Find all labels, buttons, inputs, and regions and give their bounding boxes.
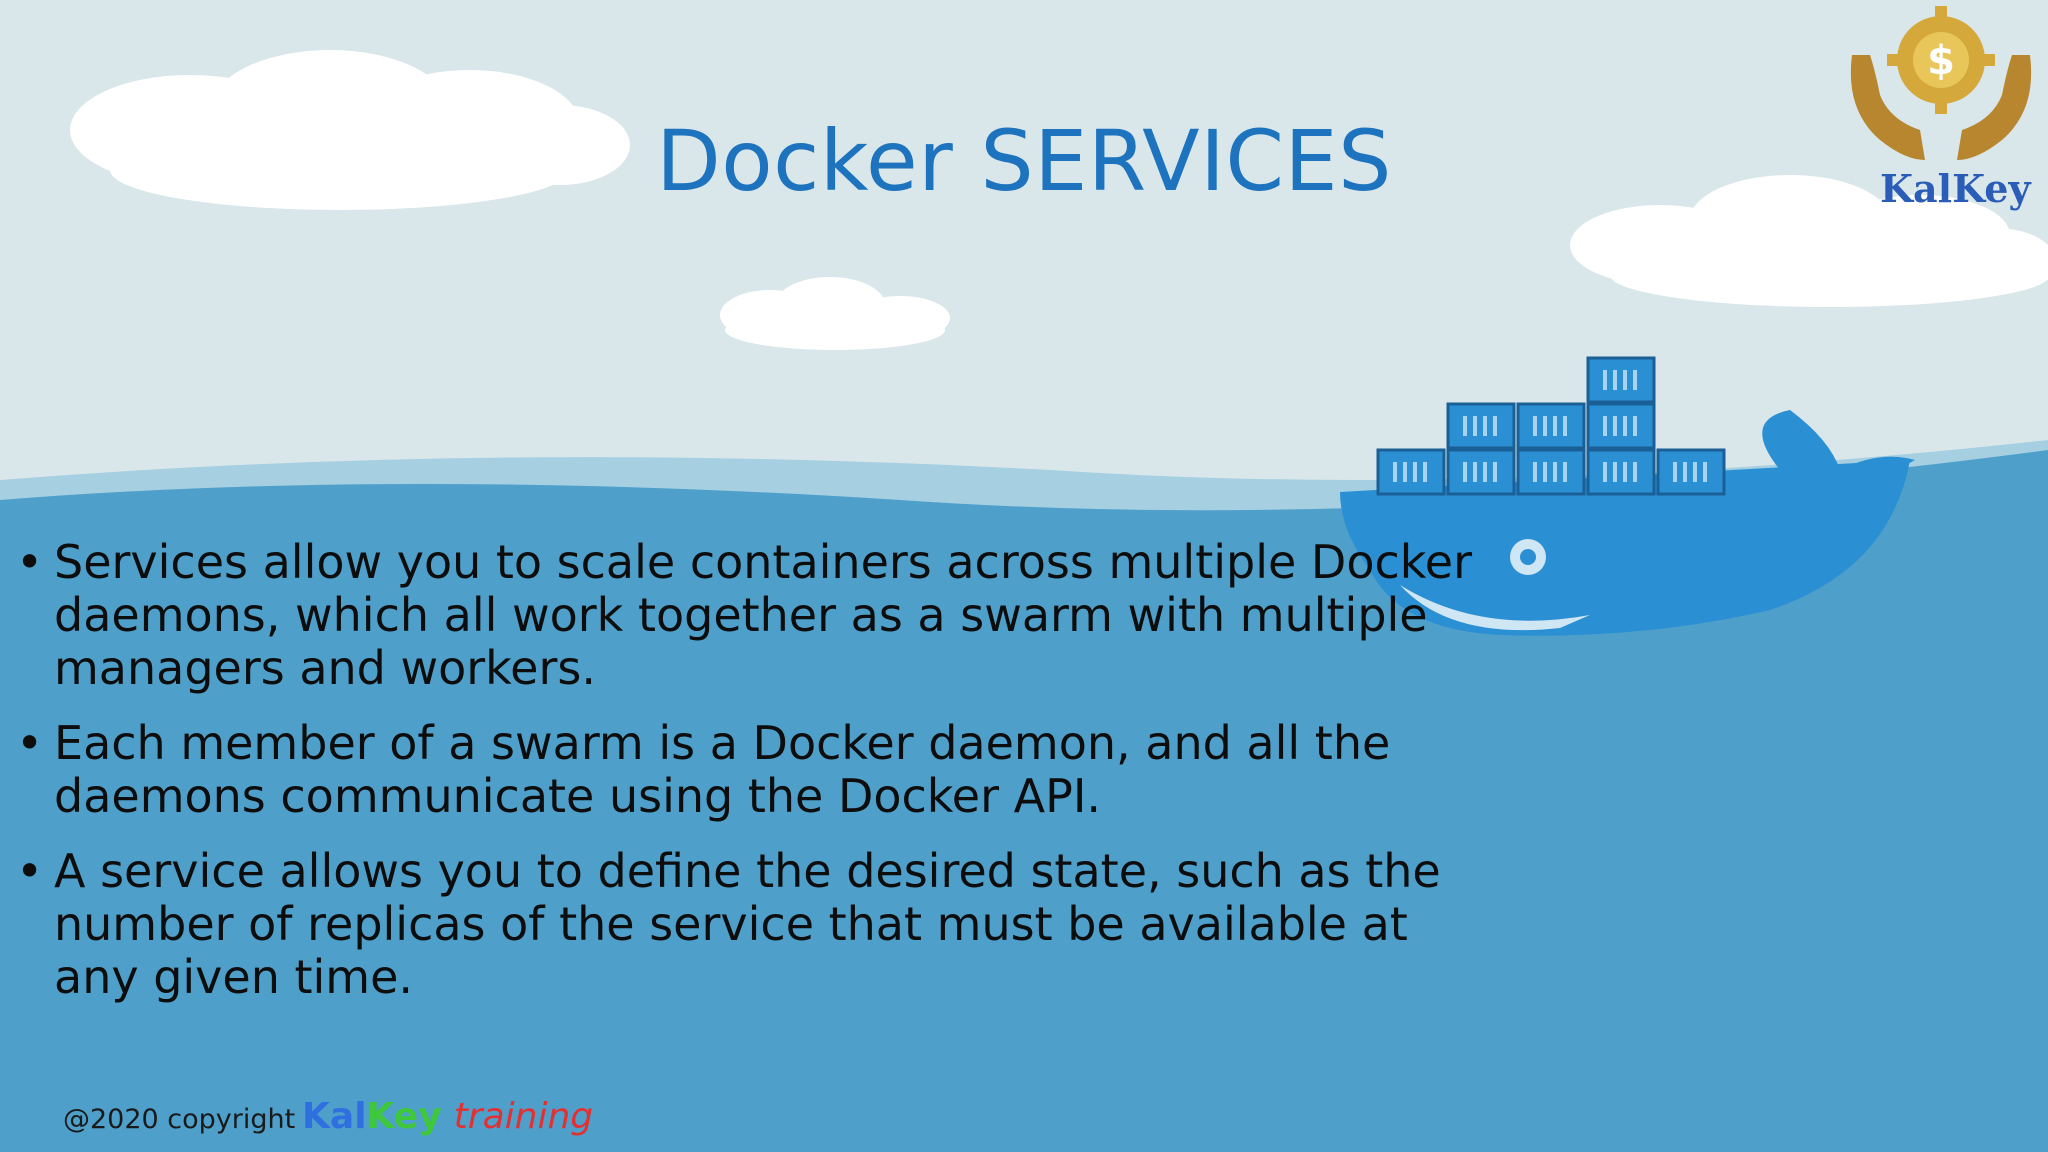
bullet-marker: • [16, 535, 44, 589]
kalkey-logo: $ [1850, 6, 2032, 160]
bullet-item: • Services allow you to scale containers… [16, 536, 1496, 695]
logo-dollar-symbol: $ [1927, 38, 1955, 84]
slide-title: Docker SERVICES [656, 112, 1392, 210]
bullet-marker: • [16, 716, 44, 770]
bullet-text: Each member of a swarm is a Docker daemo… [54, 716, 1391, 823]
copyright-text: @2020 copyright [63, 1104, 296, 1135]
footer-brand: KalKey training [302, 1096, 593, 1137]
docker-whale-icon [1340, 356, 1915, 636]
cloud-left [70, 50, 630, 210]
logo-text: KalKey [1880, 166, 2031, 211]
bullet-item: • A service allows you to define the des… [16, 845, 1496, 1004]
brand-kal: Kal [302, 1096, 367, 1137]
cloud-right [1570, 175, 2048, 307]
bullet-list: • Services allow you to scale containers… [16, 536, 1496, 1026]
cloud-middle [720, 277, 950, 350]
brand-key: Key [366, 1096, 442, 1137]
brand-training: training [453, 1096, 594, 1137]
bullet-marker: • [16, 844, 44, 898]
bullet-text: A service allows you to define the desir… [54, 844, 1441, 1004]
bullet-item: • Each member of a swarm is a Docker dae… [16, 717, 1496, 823]
bullet-text: Services allow you to scale containers a… [54, 535, 1472, 695]
